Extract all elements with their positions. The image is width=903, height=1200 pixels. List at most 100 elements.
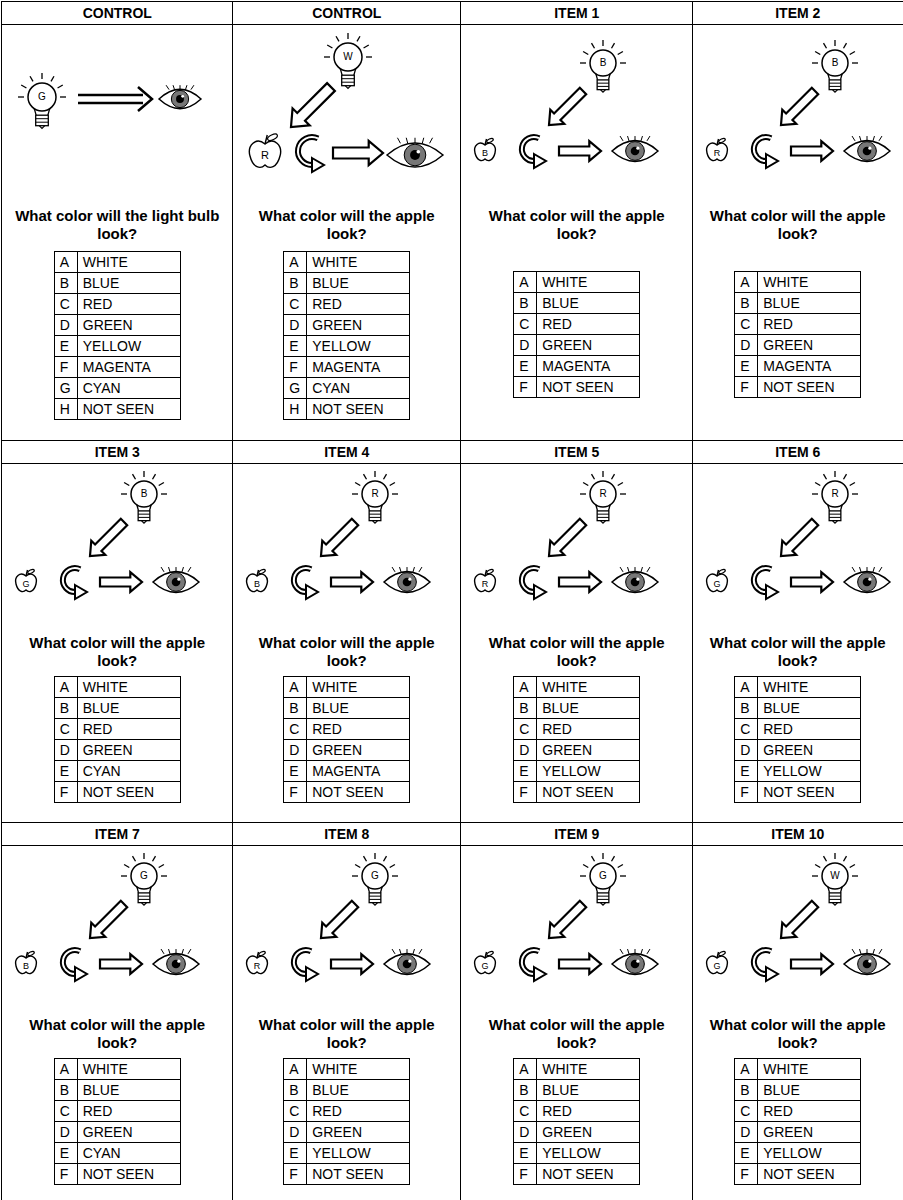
- option-row: ECYAN: [54, 1143, 180, 1164]
- apple-color-letter: G: [713, 579, 720, 588]
- option-color: BLUE: [537, 698, 640, 719]
- light-ray: [834, 40, 835, 46]
- option-row: BBLUE: [284, 1080, 410, 1101]
- option-row: DGREEN: [735, 740, 861, 761]
- light-ray: [815, 52, 820, 55]
- option-letter: H: [54, 399, 77, 420]
- eye-highlight: [636, 960, 639, 963]
- hollow-arrow: [549, 901, 586, 938]
- eyelash: [166, 85, 169, 89]
- bulb-neck: [828, 74, 830, 80]
- option-color: NOT SEEN: [307, 1164, 410, 1185]
- option-color: WHITE: [307, 252, 410, 273]
- question-text: What color will the apple look?: [469, 207, 684, 243]
- eyelash: [169, 567, 171, 572]
- hollow-arrow: [559, 954, 601, 974]
- option-letter: A: [514, 272, 537, 293]
- apple-body: [475, 956, 496, 973]
- bulb-thread: [829, 517, 841, 518]
- option-color: RED: [537, 719, 640, 740]
- question-text: What color will the light bulb look?: [10, 207, 225, 243]
- option-color: MAGENTA: [77, 357, 180, 378]
- option-letter: B: [284, 698, 307, 719]
- eye-iris: [167, 573, 186, 592]
- option-letter: D: [514, 1122, 537, 1143]
- light-ray: [580, 493, 586, 494]
- options-body: AWHITEBBLUECREDDGREENEYELLOWFNOT SEEN: [514, 677, 640, 803]
- bulb-neck: [34, 109, 36, 116]
- eye-pupil: [631, 578, 640, 587]
- light-ray: [153, 856, 156, 861]
- bulb-thread: [369, 517, 381, 518]
- eye-outline: [844, 954, 890, 975]
- light-ray: [124, 483, 129, 486]
- light-ray: [18, 96, 24, 97]
- panel-cell: CONTROLWhat color will the light bulb lo…: [1, 1, 234, 442]
- bulb-glass: [362, 481, 388, 507]
- eye-outline: [612, 572, 658, 593]
- light-ray: [392, 875, 398, 876]
- bulb-tip: [141, 903, 146, 906]
- option-letter: E: [514, 1143, 537, 1164]
- option-row: FNOT SEEN: [284, 1164, 410, 1185]
- bulb-thread: [597, 514, 609, 515]
- option-letter: B: [735, 1080, 758, 1101]
- bulb-tip: [345, 86, 351, 89]
- option-row: CRED: [284, 294, 410, 315]
- option-color: GREEN: [537, 335, 640, 356]
- light-ray: [133, 474, 136, 479]
- apple-body: [707, 143, 728, 160]
- apple-color-letter: G: [713, 961, 720, 970]
- bulb-color-letter: B: [832, 58, 839, 68]
- eyelash: [400, 567, 402, 572]
- option-letter: G: [284, 378, 307, 399]
- eye-iris: [626, 955, 645, 974]
- eye-pupil: [172, 960, 181, 969]
- option-row: FMAGENTA: [284, 357, 410, 378]
- light-ray: [812, 875, 818, 876]
- double-arrow: [78, 102, 143, 105]
- options-wrap: AWHITEBBLUECREDDGREENEMAGENTAFNOT SEEN: [734, 271, 861, 398]
- light-ray: [618, 865, 623, 868]
- option-color: WHITE: [758, 677, 861, 698]
- reflection-arrowhead: [534, 585, 546, 599]
- light-diagram: [247, 853, 430, 981]
- eye-iris: [858, 142, 877, 161]
- option-color: YELLOW: [307, 1143, 410, 1164]
- bulb-tip: [832, 903, 837, 906]
- eyelash: [191, 85, 194, 89]
- bulb-neck: [368, 887, 370, 893]
- eyelash: [873, 949, 875, 954]
- option-letter: E: [735, 1143, 758, 1164]
- illustration: [2, 464, 231, 632]
- bulb-neck: [608, 887, 610, 893]
- eyelash: [185, 85, 187, 89]
- option-letter: A: [735, 272, 758, 293]
- panel-cell: ITEM 8What color will the apple look?GRA…: [232, 822, 462, 1200]
- option-letter: A: [284, 252, 307, 273]
- reflection-arrowhead: [766, 154, 778, 168]
- option-letter: C: [735, 1101, 758, 1122]
- options-table: AWHITEBBLUECREDDGREENEYELLOWFNOT SEEN: [513, 1058, 640, 1185]
- eyelash: [161, 567, 164, 572]
- light-ray: [159, 865, 164, 868]
- option-row: AWHITE: [735, 272, 861, 293]
- apple-leaf: [718, 569, 726, 575]
- option-color: YELLOW: [758, 761, 861, 782]
- panel-cell: ITEM 5What color will the apple look?RRA…: [460, 440, 694, 824]
- eyelash: [182, 567, 184, 572]
- eyelash: [392, 949, 395, 954]
- bulb-glass: [131, 863, 157, 889]
- options-body: AWHITEBBLUECREDDGREENEYELLOWFMAGENTAGCYA…: [54, 252, 180, 420]
- light-ray: [355, 865, 360, 868]
- eye-outline: [387, 143, 443, 167]
- option-color: MAGENTA: [758, 356, 861, 377]
- eye-pupil: [863, 578, 872, 587]
- option-letter: A: [514, 1059, 537, 1080]
- option-color: CYAN: [307, 378, 410, 399]
- options-wrap: AWHITEBBLUECREDDGREENECYANFNOT SEEN: [54, 676, 181, 803]
- option-color: RED: [77, 1101, 180, 1122]
- option-row: DGREEN: [514, 740, 640, 761]
- options-wrap: AWHITEBBLUECREDDGREENEYELLOWFNOT SEEN: [513, 1058, 640, 1185]
